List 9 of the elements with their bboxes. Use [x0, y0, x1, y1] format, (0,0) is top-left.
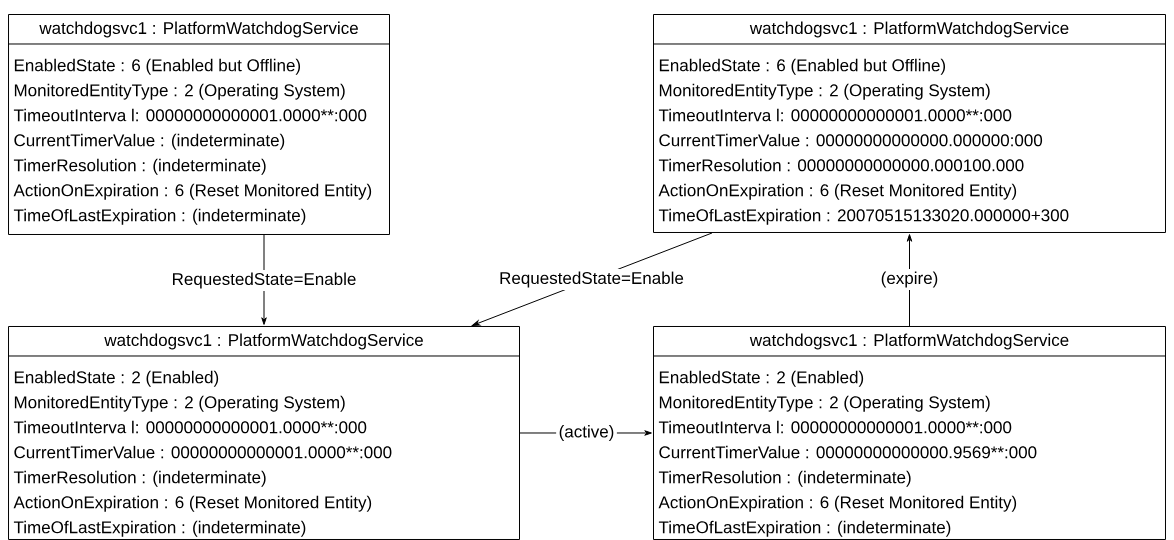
object-box: watchdogsvc1 : PlatformWatchdogService EnabledState : 6 (Enabled but Offline) MonitoredEntityType : 2 (Operating System) TimeoutInterva l: 00000000000001.0000**:000 CurrentTimerValue : 00000000000000.000000:000 TimerResolution : 00000000000000.000100.000 ActionOnExpiration : 6 (Reset Monitored Entity) TimeOfLastExpiration : 20070515133020.000000+300: [652, 14, 1167, 233]
arrow: [906, 234, 913, 327]
edge-label: (expire): [878, 269, 941, 290]
edge-label: RequestedState=Enable: [169, 270, 359, 291]
edge-label: RequestedState=Enable: [496, 269, 687, 290]
edge-label: (active): [556, 422, 617, 444]
object-box: watchdogsvc1 : PlatformWatchdogService EnabledState : 2 (Enabled) MonitoredEntityType : 2 (Operating System) TimeoutInterva l: 00000000000001.0000**:000 CurrentTimerValue : 00000000000000.9569**:000 TimerResolution : (indeterminate) ActionOnExpiration : 6 (Reset Monitored Entity) TimeOfLastExpiration : (indeterminate): [652, 326, 1167, 540]
object-box: watchdogsvc1 : PlatformWatchdogService EnabledState : 2 (Enabled) MonitoredEntityType : 2 (Operating System) TimeoutInterva l: 00000000000001.0000**:000 CurrentTimerValue : 00000000000001.0000**:000 TimerResolution : (indeterminate) ActionOnExpiration : 6 (Reset Monitored Entity) TimeOfLastExpiration : (indeterminate): [7, 326, 521, 540]
object-box: watchdogsvc1 : PlatformWatchdogService EnabledState : 6 (Enabled but Offline) MonitoredEntityType : 2 (Operating System) TimeoutInterva l: 00000000000001.0000**:000 CurrentTimerValue : (indeterminate) TimerResolution : (indeterminate) ActionOnExpiration : 6 (Reset Monitored Entity) TimeOfLastExpiration : (indeterminate): [7, 14, 391, 235]
